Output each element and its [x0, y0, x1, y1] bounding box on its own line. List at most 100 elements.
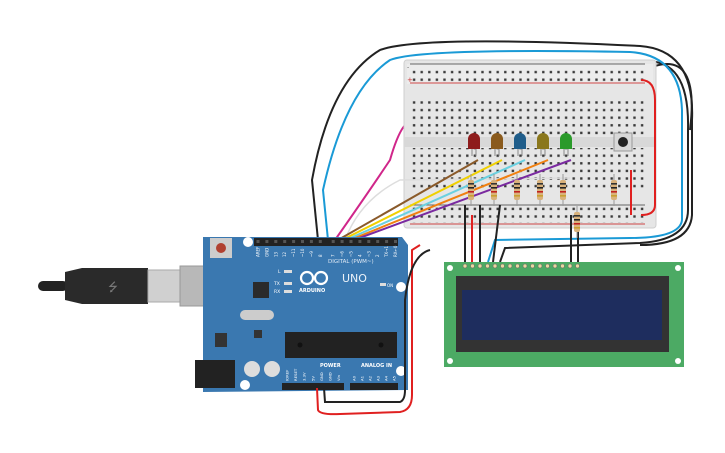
header-pin[interactable] [265, 240, 269, 243]
mount-hole [240, 380, 250, 390]
usb-chip [253, 282, 269, 298]
signal-wires [337, 79, 656, 263]
power-pin-label: Vin [336, 374, 341, 381]
digital-header [254, 238, 398, 246]
pushbutton[interactable] [613, 132, 633, 152]
on-label: ON [387, 283, 393, 288]
lcd-pin[interactable] [492, 263, 498, 269]
usb-cable: ⭍ [38, 265, 207, 307]
header-pin[interactable] [318, 240, 322, 243]
lcd-pin[interactable] [500, 263, 505, 269]
arduino-logo: ARDUINO [299, 270, 329, 294]
lcd-pin[interactable] [545, 263, 550, 269]
rail-plus-label: + [407, 76, 413, 84]
mount-hole [396, 366, 406, 376]
header-pin[interactable] [385, 240, 389, 243]
capacitor [264, 361, 280, 377]
digital-pin-label: 13 [273, 251, 278, 257]
analog-pin-label: A5 [392, 375, 397, 381]
lcd-pin[interactable] [522, 263, 528, 269]
header-pin[interactable] [301, 240, 304, 243]
led[interactable] [560, 133, 572, 156]
resistor[interactable] [468, 174, 474, 206]
resistor[interactable] [491, 174, 497, 206]
digital-pin-label: TX→1 [384, 245, 389, 258]
header-pin[interactable] [367, 240, 371, 243]
lcd-pin[interactable] [515, 263, 520, 269]
header-pin[interactable] [256, 240, 260, 243]
digital-pin-label: ~10 [300, 248, 305, 257]
wire-lcd-4 [492, 204, 501, 263]
wire-white [344, 177, 571, 241]
wire-purple [353, 159, 572, 241]
usb-icon: ⭍ [108, 280, 118, 294]
analog-pin-label: A3 [376, 375, 381, 381]
header-pin[interactable] [340, 240, 344, 243]
header-pin[interactable] [331, 240, 335, 243]
wire-yellow [341, 159, 503, 241]
digital-pin-label: 4 [357, 254, 362, 257]
resistor[interactable] [560, 174, 566, 206]
lcd-pin[interactable] [560, 263, 565, 269]
mount-hole [396, 282, 406, 292]
lcd-16x2[interactable] [444, 262, 684, 367]
power-pin-label: RESET [293, 368, 298, 381]
power-pin-label: 5V [310, 376, 315, 381]
digital-pin-label: 8 [318, 254, 323, 257]
mount-hole [243, 237, 253, 247]
wire-red-rail [640, 79, 656, 216]
power-header [282, 383, 344, 390]
rail-minus-label: - [407, 64, 409, 71]
wire-brown [337, 159, 479, 241]
header-pin[interactable] [309, 240, 313, 243]
power-label: POWER [320, 363, 341, 369]
resistors [468, 174, 617, 238]
resistor[interactable] [537, 174, 543, 206]
led-label-tx: TX [273, 281, 280, 287]
leds [468, 133, 572, 156]
led[interactable] [491, 133, 503, 156]
header-pin[interactable] [274, 240, 278, 243]
capacitor [244, 361, 260, 377]
lcd-pin[interactable] [477, 263, 483, 269]
lcd-pin[interactable] [552, 263, 558, 269]
crystal [240, 310, 274, 320]
header-pin[interactable] [283, 240, 287, 243]
lcd-pin[interactable] [462, 263, 468, 269]
digital-pin-label: 7 [331, 254, 336, 257]
resistor[interactable] [574, 206, 580, 238]
atmega-chip [285, 332, 397, 358]
led[interactable] [537, 133, 549, 156]
header-pin[interactable] [349, 240, 353, 243]
digital-pin-label: ~11 [291, 248, 296, 257]
lcd-pin[interactable] [567, 263, 573, 269]
digital-pin-label: ~5 [349, 251, 354, 257]
lcd-pin[interactable] [507, 263, 513, 269]
lcd-pin[interactable] [575, 263, 580, 269]
wires-back [310, 40, 694, 263]
digital-header-label: DIGITAL (PWM~) [328, 259, 374, 265]
analog-pin-label: A2 [368, 375, 373, 381]
analog-pin-label: A0 [352, 375, 357, 381]
wire-orange [349, 159, 549, 241]
lcd-pin[interactable] [485, 263, 490, 269]
analog-pin-label: A4 [384, 375, 389, 381]
led[interactable] [468, 133, 480, 156]
led[interactable] [514, 133, 526, 156]
header-pin[interactable] [292, 240, 296, 243]
analog-pin-label: A1 [360, 375, 365, 381]
analog-header [350, 383, 398, 390]
header-pin[interactable] [376, 240, 380, 243]
resistor[interactable] [514, 174, 520, 206]
lcd-pin[interactable] [470, 263, 475, 269]
header-pin[interactable] [394, 240, 397, 243]
header-pin[interactable] [358, 240, 362, 243]
lcd-pin[interactable] [530, 263, 535, 269]
resistor[interactable] [611, 174, 617, 206]
lcd-pin[interactable] [537, 263, 543, 269]
digital-pin-label: RX←0 [393, 245, 398, 257]
digital-pin-label: ~6 [340, 251, 345, 257]
